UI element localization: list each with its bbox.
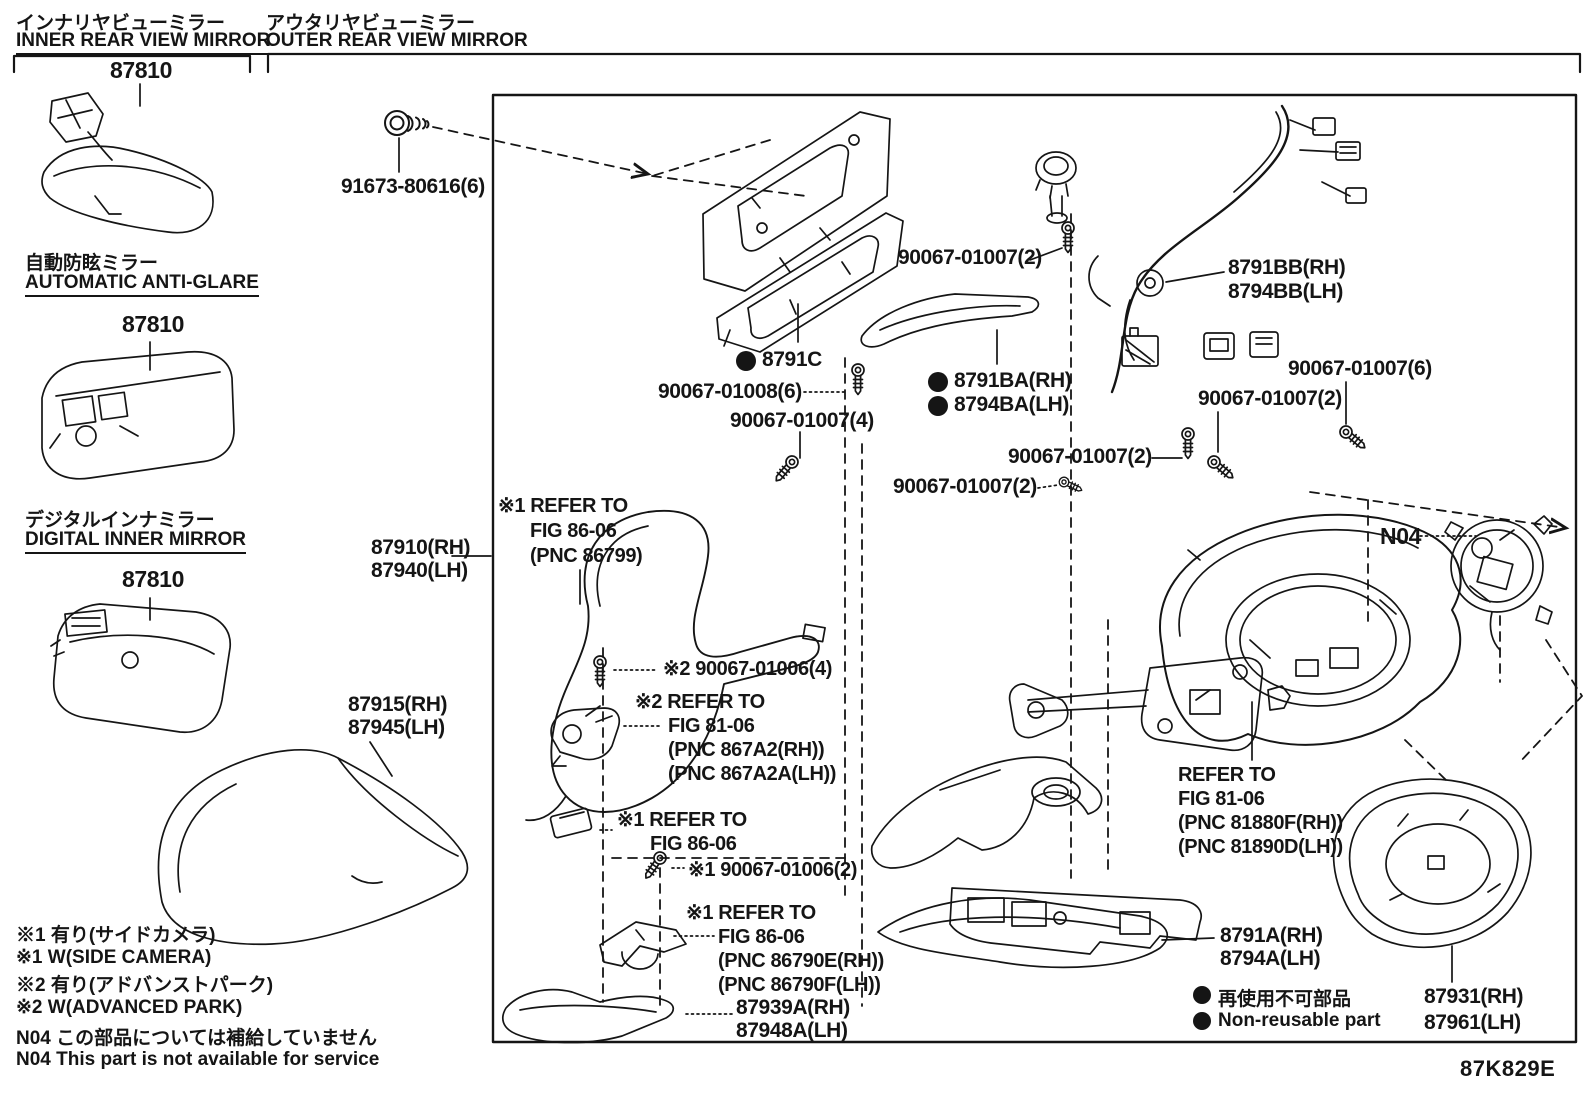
outer-mirror-title-en: OUTER REAR VIEW MIRROR (266, 30, 528, 55)
part-label-90067-01008: 90067-01008(6) (658, 380, 802, 403)
wire-harness-drawing (1088, 104, 1367, 394)
callout-ref5-line3: (PNC 81880F(RH)) (1178, 812, 1343, 834)
digital-mirror-title-jp: デジタルインナミラー (25, 510, 215, 531)
anti-glare-title-en: AUTOMATIC ANTI-GLARE (25, 272, 259, 297)
note-side-camera-en: ※1 W(SIDE CAMERA) (16, 947, 212, 968)
callout-ref4-line3: (PNC 86790E(RH)) (718, 950, 884, 972)
part-label-87910: 87910(RH) (371, 536, 471, 559)
part-label-90067-01006-4: ※2 90067-01006(4) (663, 658, 832, 680)
callout-ref2-line2: FIG 81-06 (668, 715, 755, 737)
inner-group-bracket (12, 54, 252, 74)
part-label-90067-01007-right: 90067-01007(2) (1198, 387, 1342, 410)
callout-ref5-line4: (PNC 81890D(LH)) (1178, 836, 1343, 858)
part-label-n04: N04 (1380, 523, 1421, 549)
mount-foot-drawing (599, 921, 687, 970)
legend-dot-jp (1193, 986, 1211, 1004)
part-label-87939a: 87939A(RH) (736, 996, 850, 1019)
callout-ref3-line1: ※1 REFER TO (617, 809, 747, 831)
dashed-guides (432, 126, 1583, 1011)
callout-ref3-line2: FIG 86-06 (650, 833, 737, 855)
part-label-90067-01007-6: 90067-01007(6) (1288, 357, 1432, 380)
figure-code: 87K829E (1460, 1056, 1556, 1081)
part-label-87810-standard: 87810 (110, 57, 172, 83)
screw-91673-icon (384, 110, 430, 136)
bracket-cluster-drawing (1008, 656, 1291, 752)
callout-ref4-line1: ※1 REFER TO (686, 902, 816, 924)
round-plug-drawing (1035, 151, 1077, 224)
retainer-clip-drawing (550, 705, 621, 767)
inner-mirror-anti-glare-drawing (41, 350, 235, 480)
legend-non-reusable-en: Non-reusable part (1218, 1010, 1381, 1031)
legend-dot-en (1193, 1012, 1211, 1030)
outer-group-box (491, 93, 1578, 1044)
inner-mirror-title-en: INNER REAR VIEW MIRROR (16, 30, 271, 55)
mirror-frame-plates-drawing (702, 111, 904, 353)
part-label-87961: 87961(LH) (1424, 1011, 1521, 1034)
outer-group-bracket (266, 52, 1582, 74)
part-label-90067-01007-4: 90067-01007(4) (730, 409, 874, 432)
non-reusable-dot-8794ba (928, 396, 948, 416)
part-label-8791a: 8791A(RH) (1220, 924, 1323, 947)
callout-ref1-line3: (PNC 86799) (530, 545, 643, 567)
part-label-8791ba: 8791BA(RH) (954, 369, 1072, 392)
digital-mirror-title-en: DIGITAL INNER MIRROR (25, 529, 246, 554)
inner-mirror-title-jp: インナリヤビューミラー (16, 13, 226, 34)
harness-loop-drawing (525, 510, 826, 839)
non-reusable-dot-8791ba (928, 372, 948, 392)
part-label-8794a: 8794A(LH) (1220, 947, 1321, 970)
note-n04-en: N04 This part is not available for servi… (16, 1049, 380, 1070)
part-label-87948a: 87948A(LH) (736, 1019, 848, 1042)
legend-non-reusable-jp: 再使用不可部品 (1218, 989, 1352, 1010)
part-label-87945: 87945(LH) (348, 716, 445, 739)
visor-strip-drawing (860, 293, 1040, 348)
part-label-8794ba: 8794BA(LH) (954, 393, 1070, 416)
anti-glare-title-jp: 自動防眩ミラー (25, 253, 159, 274)
part-label-90067-01006-2: ※1 90067-01006(2) (688, 859, 857, 881)
part-label-91673-80616: 91673-80616(6) (341, 175, 485, 198)
outer-mirror-title-jp: アウタリヤビューミラー (266, 13, 476, 34)
callout-ref5-line2: FIG 81-06 (1178, 788, 1265, 810)
callout-ref1-line1: ※1 REFER TO (498, 495, 628, 517)
callout-ref1-line2: FIG 86-06 (530, 520, 617, 542)
part-label-87931: 87931(RH) (1424, 985, 1524, 1008)
part-label-8791c: 8791C (762, 348, 822, 371)
callout-ref2-line1: ※2 REFER TO (635, 691, 765, 713)
callout-ref2-line3: (PNC 867A2(RH)) (668, 739, 825, 761)
part-label-87940: 87940(LH) (371, 559, 468, 582)
part-label-8794bb: 8794BB(LH) (1228, 280, 1344, 303)
actuator-drawing (1444, 515, 1553, 651)
lower-garnish-drawing (501, 988, 675, 1044)
note-advanced-park-jp: ※2 有り(アドバンストパーク) (16, 975, 274, 996)
callout-ref5-line1: REFER TO (1178, 764, 1276, 786)
part-label-87810-digital: 87810 (122, 566, 184, 592)
part-label-87915: 87915(RH) (348, 693, 448, 716)
lower-rail-drawing (877, 887, 1202, 969)
digital-inner-mirror-drawing (50, 603, 231, 734)
callout-ref2-line4: (PNC 867A2A(LH)) (668, 763, 837, 785)
part-label-90067-01007-mid1: 90067-01007(2) (1008, 445, 1152, 468)
note-advanced-park-en: ※2 W(ADVANCED PARK) (16, 997, 243, 1018)
part-label-87810-antiglare: 87810 (122, 311, 184, 337)
non-reusable-dots (736, 351, 1211, 1030)
mirror-housing-drawing (1159, 513, 1462, 746)
part-label-90067-01007-top: 90067-01007(2) (898, 246, 1042, 269)
note-n04-jp: N04 この部品については補給していません (16, 1028, 378, 1049)
callout-ref4-line4: (PNC 86790F(LH)) (718, 974, 881, 996)
mirror-glass-drawing (1332, 778, 1532, 949)
part-label-90067-01007-mid2: 90067-01007(2) (893, 475, 1037, 498)
base-cover-drawing (870, 756, 1103, 869)
non-reusable-dot-8791c (736, 351, 756, 371)
inner-mirror-standard-drawing (41, 92, 214, 234)
dotted-leaders (599, 391, 1477, 1015)
mirror-cover-drawing (157, 749, 469, 946)
note-side-camera-jp: ※1 有り(サイドカメラ) (16, 925, 216, 946)
callout-ref4-line2: FIG 86-06 (718, 926, 805, 948)
part-label-8791bb: 8791BB(RH) (1228, 256, 1346, 279)
